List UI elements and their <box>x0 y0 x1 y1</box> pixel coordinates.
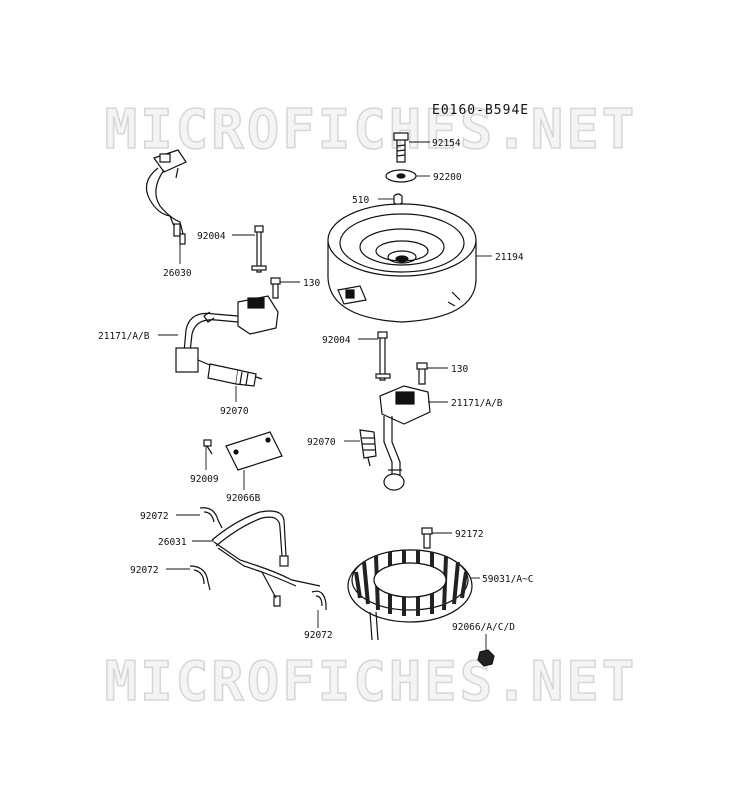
watermark-top: MICROFICHES.NET <box>104 97 638 162</box>
label-130-left: 130 <box>303 278 320 289</box>
clamp-92072-c <box>311 590 327 610</box>
ignition-coil-right <box>379 385 431 491</box>
label-92066B: 92066B <box>226 493 261 504</box>
stator-59031 <box>347 549 473 641</box>
label-59031: 59031/A~C <box>482 574 533 585</box>
label-92072-a: 92072 <box>140 511 169 522</box>
ignition-coil-left <box>175 295 279 373</box>
label-130-right: 130 <box>451 364 468 375</box>
bolt-130-left <box>270 277 281 299</box>
bolt-130-right <box>416 362 428 385</box>
label-92154: 92154 <box>432 138 461 149</box>
label-92070-right: 92070 <box>307 437 336 448</box>
harness-26031 <box>211 510 321 607</box>
clamp-92072-a <box>199 507 223 529</box>
plate-92066B <box>225 431 283 471</box>
label-26030: 26030 <box>163 268 192 279</box>
label-92070-left: 92070 <box>220 406 249 417</box>
bolt-92004-left <box>251 225 267 273</box>
bolt-92004-right <box>375 331 391 381</box>
label-92009: 92009 <box>190 474 219 485</box>
label-21171-left: 21171/A/B <box>98 331 150 342</box>
bolt-92154 <box>393 132 409 163</box>
diagram-id: E0160-B594E <box>432 103 530 118</box>
label-26031: 26031 <box>158 537 187 548</box>
part-labels: 92154 92200 510 21194 92004 130 26030 21… <box>98 138 533 641</box>
spark-plug-right <box>359 429 377 467</box>
label-92200: 92200 <box>433 172 462 183</box>
spark-plug-left <box>207 363 263 387</box>
screw-92172 <box>421 527 433 549</box>
key-510 <box>393 193 403 206</box>
label-21171-right: 21171/A/B <box>451 398 503 409</box>
nut-92066 <box>477 649 495 667</box>
screw-92009 <box>203 439 213 455</box>
label-92072-c: 92072 <box>304 630 333 641</box>
label-92004-right: 92004 <box>322 335 351 346</box>
label-21194: 21194 <box>495 252 524 263</box>
clamp-92072-b <box>189 565 211 591</box>
watermark-bottom: MICROFICHES.NET <box>104 649 638 714</box>
connector-26030 <box>145 149 187 245</box>
flywheel-21194 <box>327 203 477 323</box>
washer-92200 <box>385 169 417 183</box>
label-92066: 92066/A/C/D <box>452 622 515 633</box>
leader-lines <box>158 141 492 650</box>
label-92072-b: 92072 <box>130 565 159 576</box>
label-510: 510 <box>352 195 369 206</box>
label-92172: 92172 <box>455 529 484 540</box>
label-92004-left: 92004 <box>197 231 226 242</box>
